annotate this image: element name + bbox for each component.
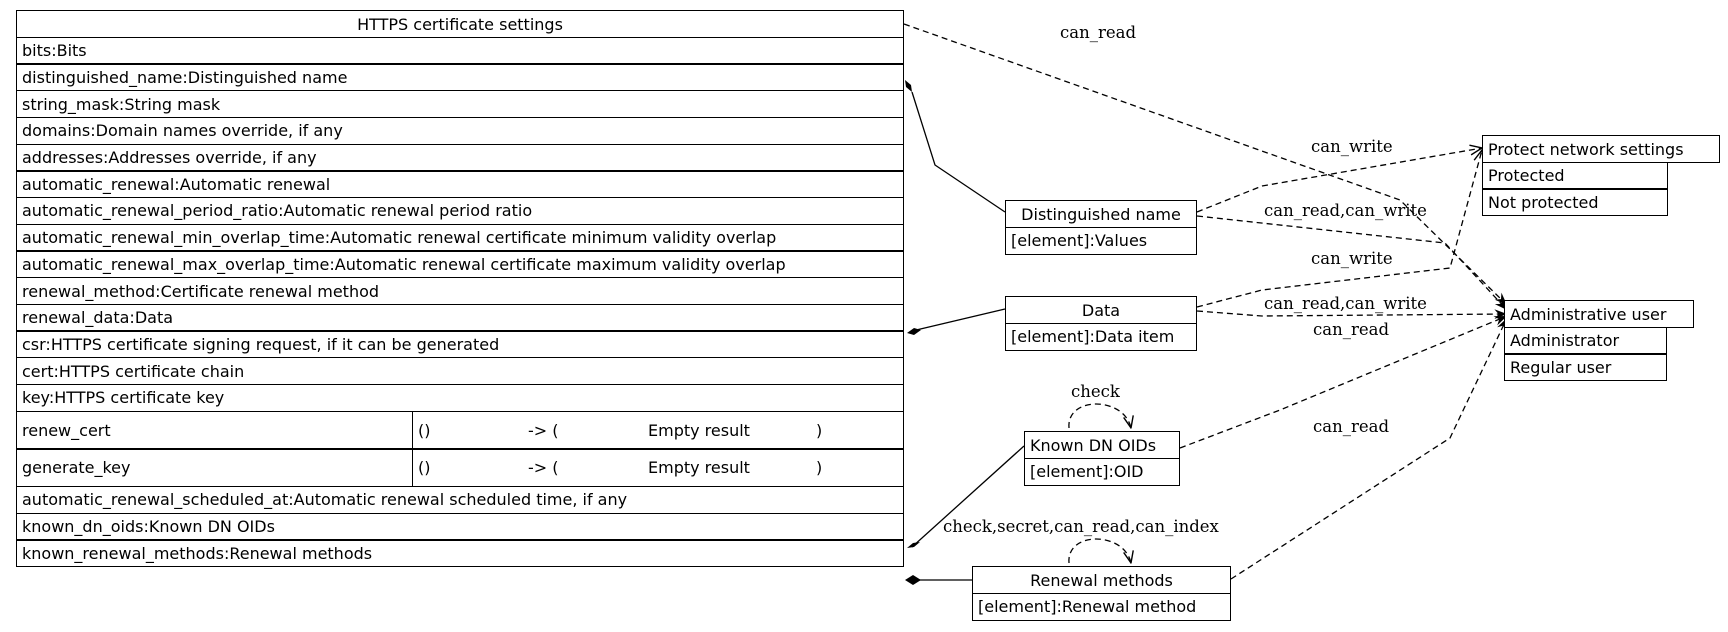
edge-label-oids-admin: can_read [1313,320,1389,339]
composition-data-link [911,308,1006,332]
class-title: Renewal methods [972,566,1231,594]
edge-label-main-admin: can_read [1060,23,1136,42]
composition-dn-link [911,91,1006,213]
class-renewal-methods[interactable]: Renewal methods [element]:Renewal method [972,566,1231,621]
composition-diamond-dn [905,80,912,92]
attribute-row: automatic_renewal_period_ratio:Automatic… [16,196,904,225]
method-row: generate_key () -> ( Empty result ) [16,448,904,488]
dependency-dn-protect [1196,148,1482,213]
class-title: Administrative user [1504,300,1694,328]
attribute-row: known_renewal_methods:Renewal methods [16,539,904,568]
attribute-row: addresses:Addresses override, if any [16,143,904,172]
attribute-row: known_dn_oids:Known DN OIDs [16,512,904,541]
composition-diamonds [905,80,921,585]
composition-diamond-data [907,328,921,335]
attribute-row: [element]:Values [1005,226,1197,255]
class-known-dn-oids[interactable]: Known DN OIDs [element]:OID [1024,431,1180,486]
enum-value-row: Not protected [1482,188,1668,217]
class-title: Data [1005,296,1197,324]
method-arrow: -> ( [528,420,559,440]
method-close: ) [816,458,823,478]
method-close: ) [816,420,823,440]
edge-label-renewal-admin: can_read [1313,417,1389,436]
method-name: renew_cert [17,411,413,449]
method-name: generate_key [17,449,413,487]
attribute-row: automatic_renewal_max_overlap_time:Autom… [16,250,904,279]
composition-diamond-renewal [905,575,921,585]
edge-label-dn-admin: can_read,can_write [1264,201,1427,220]
dependency-data-admin [1196,309,1508,320]
composition-oids-link [911,445,1025,548]
dependency-data-protect [1196,150,1482,308]
edge-label-data-protect: can_write [1311,249,1393,268]
attribute-row: distinguished_name:Distinguished name [16,63,904,92]
attribute-row: renewal_data:Data [16,303,904,332]
class-distinguished-name[interactable]: Distinguished name [element]:Values [1005,200,1197,255]
attribute-row: renewal_method:Certificate renewal metho… [16,277,904,306]
method-params: () [418,420,431,440]
edge-label-oids-self: check [1071,382,1121,401]
method-arrow: -> ( [528,458,559,478]
class-https-certificate-settings[interactable]: HTTPS certificate settings bits:Bits dis… [16,10,904,568]
class-title: Known DN OIDs [1024,431,1180,459]
enum-value-row: Regular user [1504,353,1667,382]
enum-value-row: Administrator [1504,326,1667,355]
attribute-row: [element]:Renewal method [972,592,1231,621]
edge-label-renewal-self: check,secret,can_read,can_index [943,517,1220,536]
method-params: () [418,458,431,478]
attribute-row: key:HTTPS certificate key [16,383,904,412]
class-administrative-user[interactable]: Administrative user Administrator Regula… [1504,300,1694,382]
attribute-row: bits:Bits [16,36,904,65]
attribute-row: [element]:Data item [1005,322,1197,351]
class-protect-network-settings[interactable]: Protect network settings Protected Not p… [1482,135,1720,217]
attribute-row: automatic_renewal_min_overlap_time:Autom… [16,223,904,252]
class-title: Protect network settings [1482,135,1720,163]
edge-labels: can_read can_write can_read,can_write ca… [943,23,1427,536]
edge-label-data-admin: can_read,can_write [1264,294,1427,313]
dependency-renewal-admin [1230,317,1508,580]
method-row: renew_cert () -> ( Empty result ) [16,410,904,450]
method-result: Empty result [648,420,750,440]
attribute-row: csr:HTTPS certificate signing request, i… [16,330,904,359]
attribute-row: cert:HTTPS certificate chain [16,357,904,386]
edges [903,23,1508,581]
self-loop-renewal [1068,538,1131,563]
enum-value-row: Protected [1482,161,1668,190]
class-data[interactable]: Data [element]:Data item [1005,296,1197,351]
attribute-row: domains:Domain names override, if any [16,116,904,145]
dependency-oids-admin [1179,315,1508,449]
attribute-row: automatic_renewal:Automatic renewal [16,170,904,199]
attribute-row: automatic_renewal_scheduled_at:Automatic… [16,485,904,514]
attribute-row: string_mask:String mask [16,90,904,119]
attribute-row: [element]:OID [1024,457,1180,486]
method-result: Empty result [648,458,750,478]
dependency-main-admin [903,23,1508,306]
class-title: Distinguished name [1005,200,1197,228]
composition-diamond-oids [907,542,920,548]
self-loop-oids [1068,403,1131,428]
dependency-dn-admin [1196,215,1508,311]
class-title: HTTPS certificate settings [16,10,904,38]
edge-label-dn-protect: can_write [1311,137,1393,156]
